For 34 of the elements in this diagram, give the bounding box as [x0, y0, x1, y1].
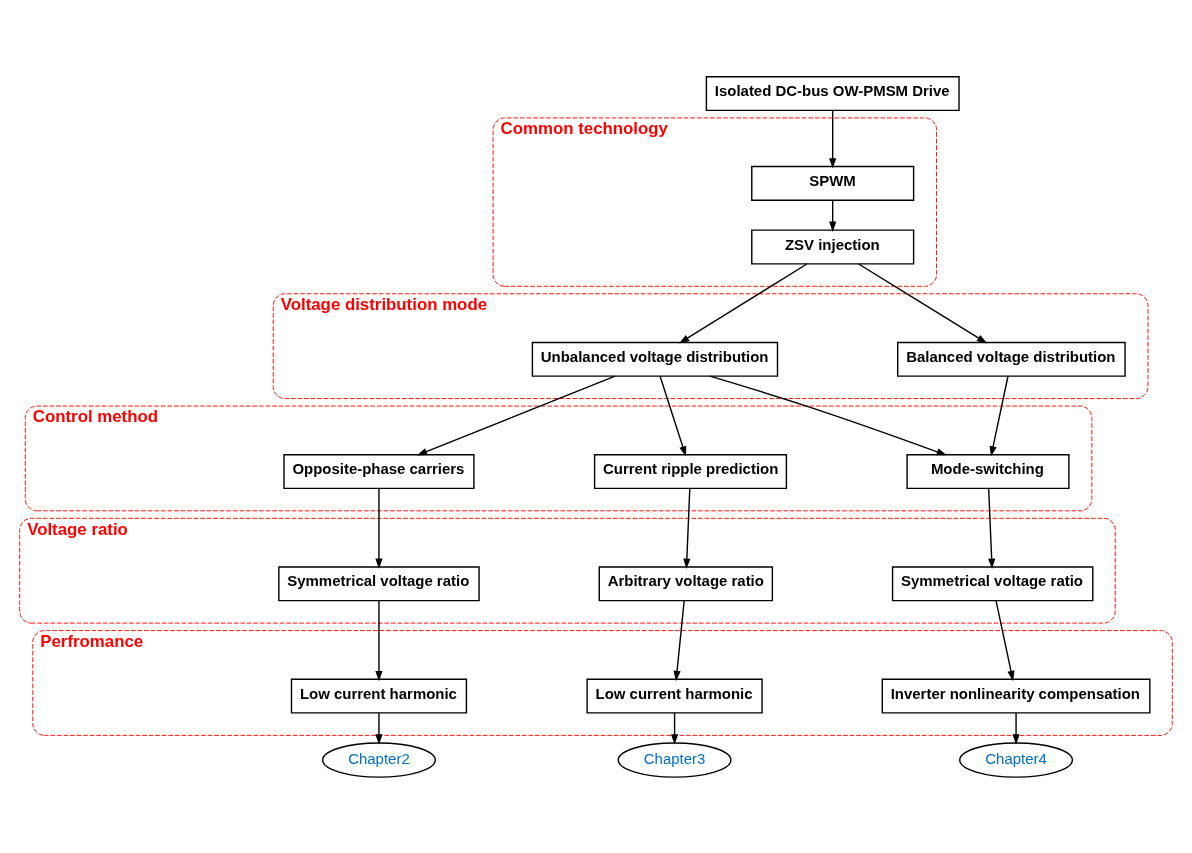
arrow — [987, 487, 996, 569]
node-ellipse: Chapter4 — [959, 741, 1074, 778]
arrow — [673, 599, 685, 681]
node-box: SPWM — [751, 165, 915, 201]
node-box: Low current harmonic — [586, 678, 763, 714]
node-box: Opposite-phase carriers — [283, 453, 475, 489]
arrow — [416, 374, 616, 455]
arrow — [709, 374, 947, 455]
node-box: Arbitrary voltage ratio — [598, 565, 774, 601]
node-box: Inverter nonlinearity compensation — [881, 678, 1151, 714]
arrow — [659, 375, 687, 457]
node-box: Mode-switching — [906, 453, 1070, 489]
node-box: Current ripple prediction — [593, 453, 788, 489]
arrow — [995, 599, 1015, 681]
node-box: Symmetrical voltage ratio — [278, 565, 480, 601]
arrow — [683, 487, 691, 569]
arrow — [1012, 711, 1020, 745]
node-box: Low current harmonic — [290, 678, 468, 714]
arrow — [829, 199, 837, 232]
node-ellipse: Chapter3 — [617, 741, 732, 778]
arrow — [375, 711, 383, 745]
arrow — [989, 375, 1009, 457]
node-box: ZSV injection — [751, 228, 915, 265]
arrow — [375, 487, 383, 569]
arrow — [679, 262, 808, 343]
node-ellipse: Chapter2 — [321, 741, 436, 778]
arrow — [671, 711, 679, 745]
arrow — [857, 262, 988, 343]
arrow — [375, 599, 383, 681]
node-box: Unbalanced voltage distribution — [531, 341, 779, 377]
node-box: Balanced voltage distribution — [897, 341, 1126, 377]
node-box: Isolated DC-bus OW-PMSM Drive — [705, 75, 960, 111]
node-box: Symmetrical voltage ratio — [891, 565, 1094, 601]
arrow — [829, 109, 837, 169]
